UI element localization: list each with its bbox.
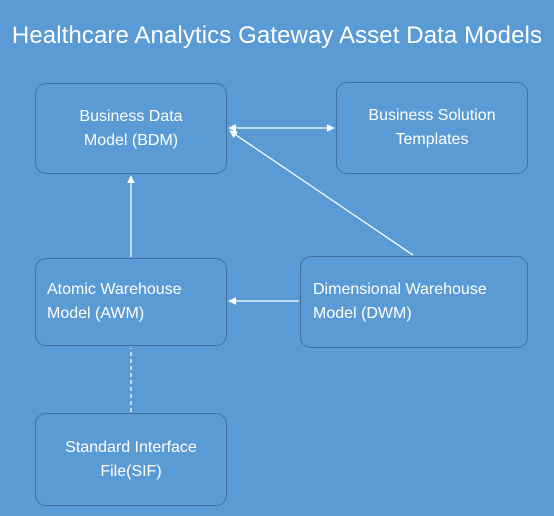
dwm-to-bdm-arrow [229, 130, 414, 256]
node-standard-interface-file: Standard Interface File(SIF) [35, 413, 227, 506]
node-label: Standard Interface File(SIF) [65, 438, 197, 480]
diagram-title: Healthcare Analytics Gateway Asset Data … [11, 22, 543, 49]
node-label: Dimensional Warehouse Model (DWM) [313, 281, 487, 322]
node-label: Business Data Model (BDM) [79, 107, 183, 149]
node-label: Atomic Warehouse Model (AWM) [47, 281, 182, 322]
node-label: Business Solution Templates [368, 107, 496, 148]
node-dimensional-warehouse-model: Dimensional Warehouse Model (DWM) [300, 256, 528, 348]
node-business-solution-templates: Business Solution Templates [336, 82, 528, 174]
node-atomic-warehouse-model: Atomic Warehouse Model (AWM) [35, 258, 227, 346]
node-business-data-model: Business Data Model (BDM) [35, 83, 227, 174]
